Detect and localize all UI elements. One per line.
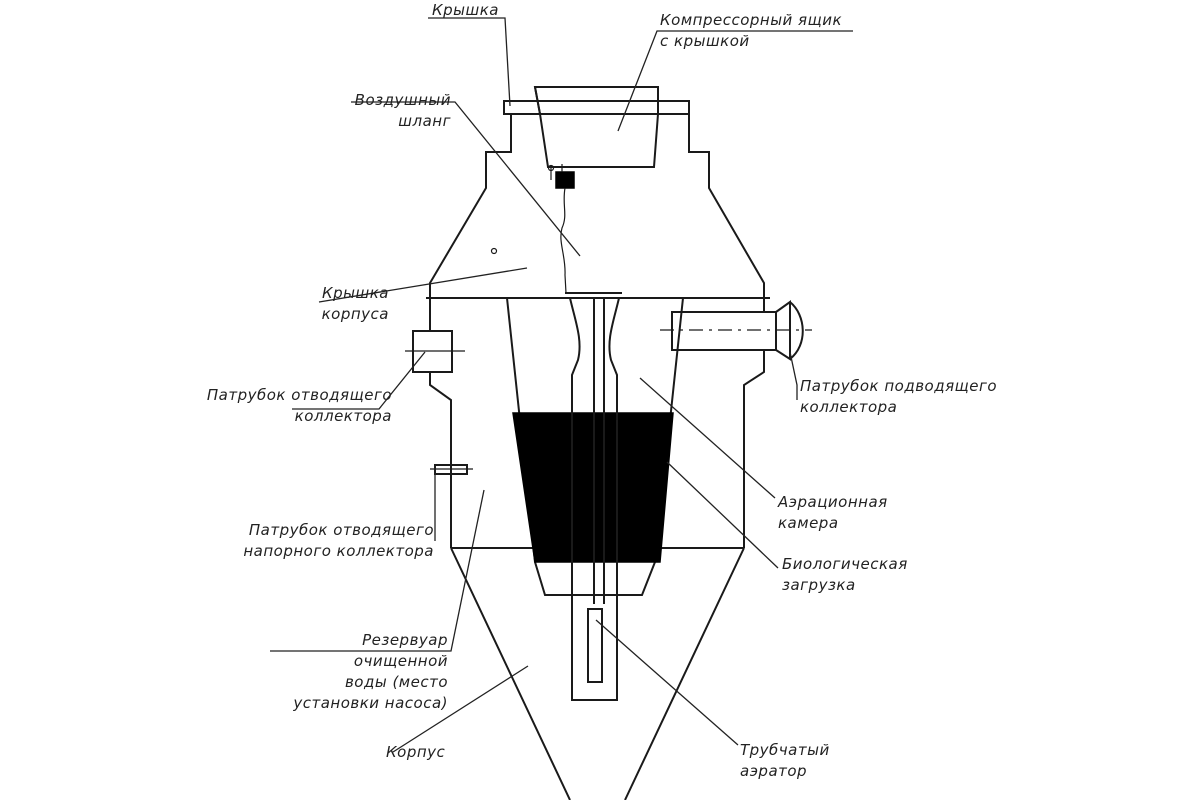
label-pressure-outlet-2: напорного коллектора [243, 542, 434, 560]
label-air-hose: Воздушный [354, 91, 451, 109]
label-inlet-pipe-2: коллектора [800, 398, 898, 416]
body-cone [450, 547, 745, 800]
label-pressure-outlet: Патрубок отводящего [248, 521, 434, 539]
label-clean-water-2: очищенной [353, 652, 448, 670]
compressor-box [533, 86, 659, 168]
label-tube-aerator-2: аэратор [740, 762, 808, 780]
label-clean-water-3: воды (место [344, 673, 448, 691]
lid-plate [503, 100, 690, 115]
label-clean-water: Резервуар [362, 631, 448, 649]
body-wall-right [743, 298, 765, 548]
label-air-hose-2: шланг [398, 112, 451, 130]
label-outlet-pipe-2: коллектора [294, 407, 392, 425]
upper-neck [429, 114, 765, 298]
label-compressor-box-2: с крышкой [660, 32, 750, 50]
label-body-lid-2: корпуса [321, 305, 389, 323]
label-body: Корпус [386, 743, 446, 761]
body-wall-left [429, 298, 452, 548]
label-body-lid: Крышка [322, 284, 389, 302]
label-compressor-box: Компрессорный ящик [660, 11, 843, 29]
label-inlet-pipe: Патрубок подводящего [800, 377, 998, 395]
compressor-unit [555, 171, 575, 189]
leader-lines [270, 17, 853, 753]
air-hose [560, 187, 567, 294]
label-aeration-chamber-2: камера [778, 514, 839, 532]
label-tube-aerator: Трубчатый [740, 741, 830, 759]
label-lid: Крышка [432, 1, 499, 19]
tube-aerator[interactable] [587, 608, 603, 683]
label-bio-load: Биологическая [782, 555, 908, 573]
label-bio-load-2: загрузка [782, 576, 856, 594]
label-outlet-pipe: Патрубок отводящего [206, 386, 392, 404]
central-riser [565, 292, 622, 701]
label-clean-water-4: установки насоса) [293, 694, 448, 712]
label-aeration-chamber: Аэрационная [778, 493, 888, 511]
